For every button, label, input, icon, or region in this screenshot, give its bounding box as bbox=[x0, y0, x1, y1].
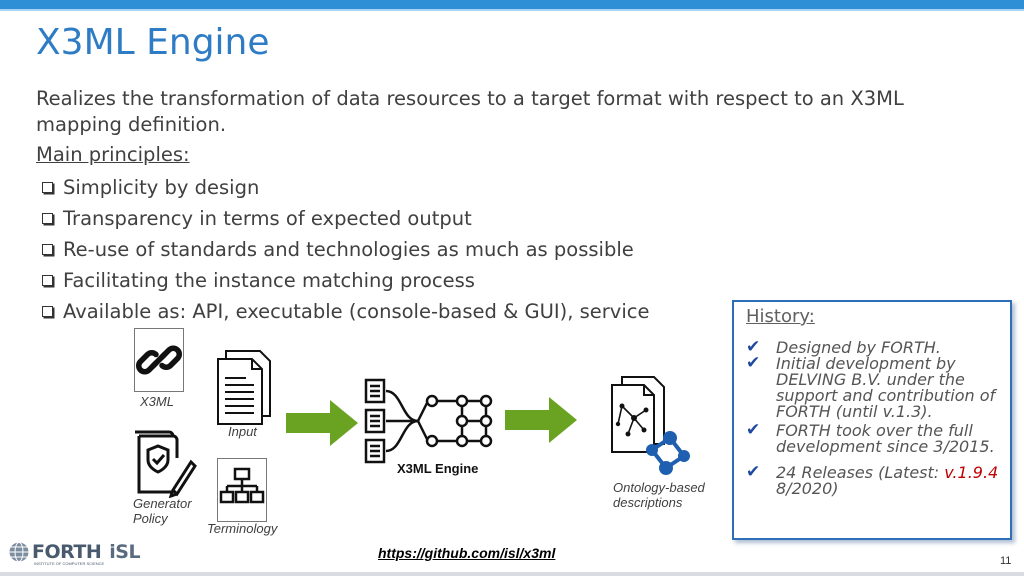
checkmark-icon: ✔ bbox=[746, 337, 761, 357]
isl-logo-text: iSL bbox=[109, 541, 141, 563]
flow-arrow-icon bbox=[286, 400, 358, 446]
github-link[interactable]: https://github.com/isl/x3ml bbox=[378, 545, 556, 561]
list-item: Re-use of standards and technologies as … bbox=[40, 234, 649, 265]
forth-logo-text: FORTH bbox=[32, 541, 102, 563]
x3ml-engine-icon bbox=[364, 378, 493, 464]
history-list: ✔Designed by FORTH. ✔Initial development… bbox=[744, 337, 1006, 498]
x3ml-label: X3ML bbox=[140, 394, 174, 409]
checkbox-bullet-icon bbox=[42, 213, 53, 224]
principles-heading: Main principles: bbox=[36, 143, 190, 166]
list-item: ✔Initial development by DELVING B.V. und… bbox=[746, 353, 996, 421]
checkmark-icon: ✔ bbox=[746, 353, 761, 373]
hierarchy-icon bbox=[219, 467, 265, 504]
input-document-icon bbox=[217, 350, 271, 425]
latest-version: v.1.9.4 bbox=[944, 463, 999, 482]
terminology-label: Terminology bbox=[207, 521, 278, 536]
x3ml-mapping-box bbox=[134, 328, 184, 392]
bottom-bar bbox=[0, 572, 1024, 576]
checkmark-icon: ✔ bbox=[746, 420, 761, 440]
checkbox-bullet-icon bbox=[42, 275, 53, 286]
intro-text: Realizes the transformation of data reso… bbox=[36, 87, 904, 136]
list-item: Available as: API, executable (console-b… bbox=[40, 296, 649, 327]
globe-logo-icon bbox=[9, 542, 29, 562]
input-label: Input bbox=[228, 424, 257, 439]
slide-title: X3ML Engine bbox=[36, 22, 270, 63]
list-item: Simplicity by design bbox=[40, 172, 649, 203]
top-accent-line bbox=[0, 9, 1024, 11]
page-number: 11 bbox=[1000, 555, 1012, 567]
forth-isl-logo: FORTH iSL INSTITUTE OF COMPUTER SCIENCE bbox=[8, 540, 141, 566]
logo-subtitle: INSTITUTE OF COMPUTER SCIENCE bbox=[34, 561, 105, 566]
ontology-output-label: Ontology-based descriptions bbox=[613, 480, 705, 510]
list-item: ✔24 Releases (Latest: v.1.9.4 8/2020) bbox=[746, 462, 999, 498]
list-item: Transparency in terms of expected output bbox=[40, 203, 649, 234]
checkbox-bullet-icon bbox=[42, 182, 53, 193]
generator-policy-icon bbox=[135, 430, 197, 498]
top-accent-bar bbox=[0, 0, 1024, 9]
x3ml-engine-label: X3ML Engine bbox=[397, 461, 479, 476]
checkmark-icon: ✔ bbox=[746, 462, 761, 482]
link-icon bbox=[136, 345, 182, 375]
flow-arrow-icon bbox=[505, 397, 577, 443]
generator-policy-label: Generator Policy bbox=[133, 496, 192, 526]
ontology-document-icon bbox=[611, 376, 690, 475]
principles-list: Simplicity by design Transparency in ter… bbox=[40, 172, 649, 327]
list-item: ✔FORTH took over the full development si… bbox=[746, 420, 995, 456]
terminology-box bbox=[217, 458, 267, 522]
list-item: ✔Designed by FORTH. bbox=[746, 337, 941, 357]
list-item: Facilitating the instance matching proce… bbox=[40, 265, 649, 296]
checkbox-bullet-icon bbox=[42, 306, 53, 317]
history-box: History: ✔Designed by FORTH. ✔Initial de… bbox=[732, 300, 1012, 540]
history-heading: History: bbox=[746, 306, 815, 327]
checkbox-bullet-icon bbox=[42, 244, 53, 255]
